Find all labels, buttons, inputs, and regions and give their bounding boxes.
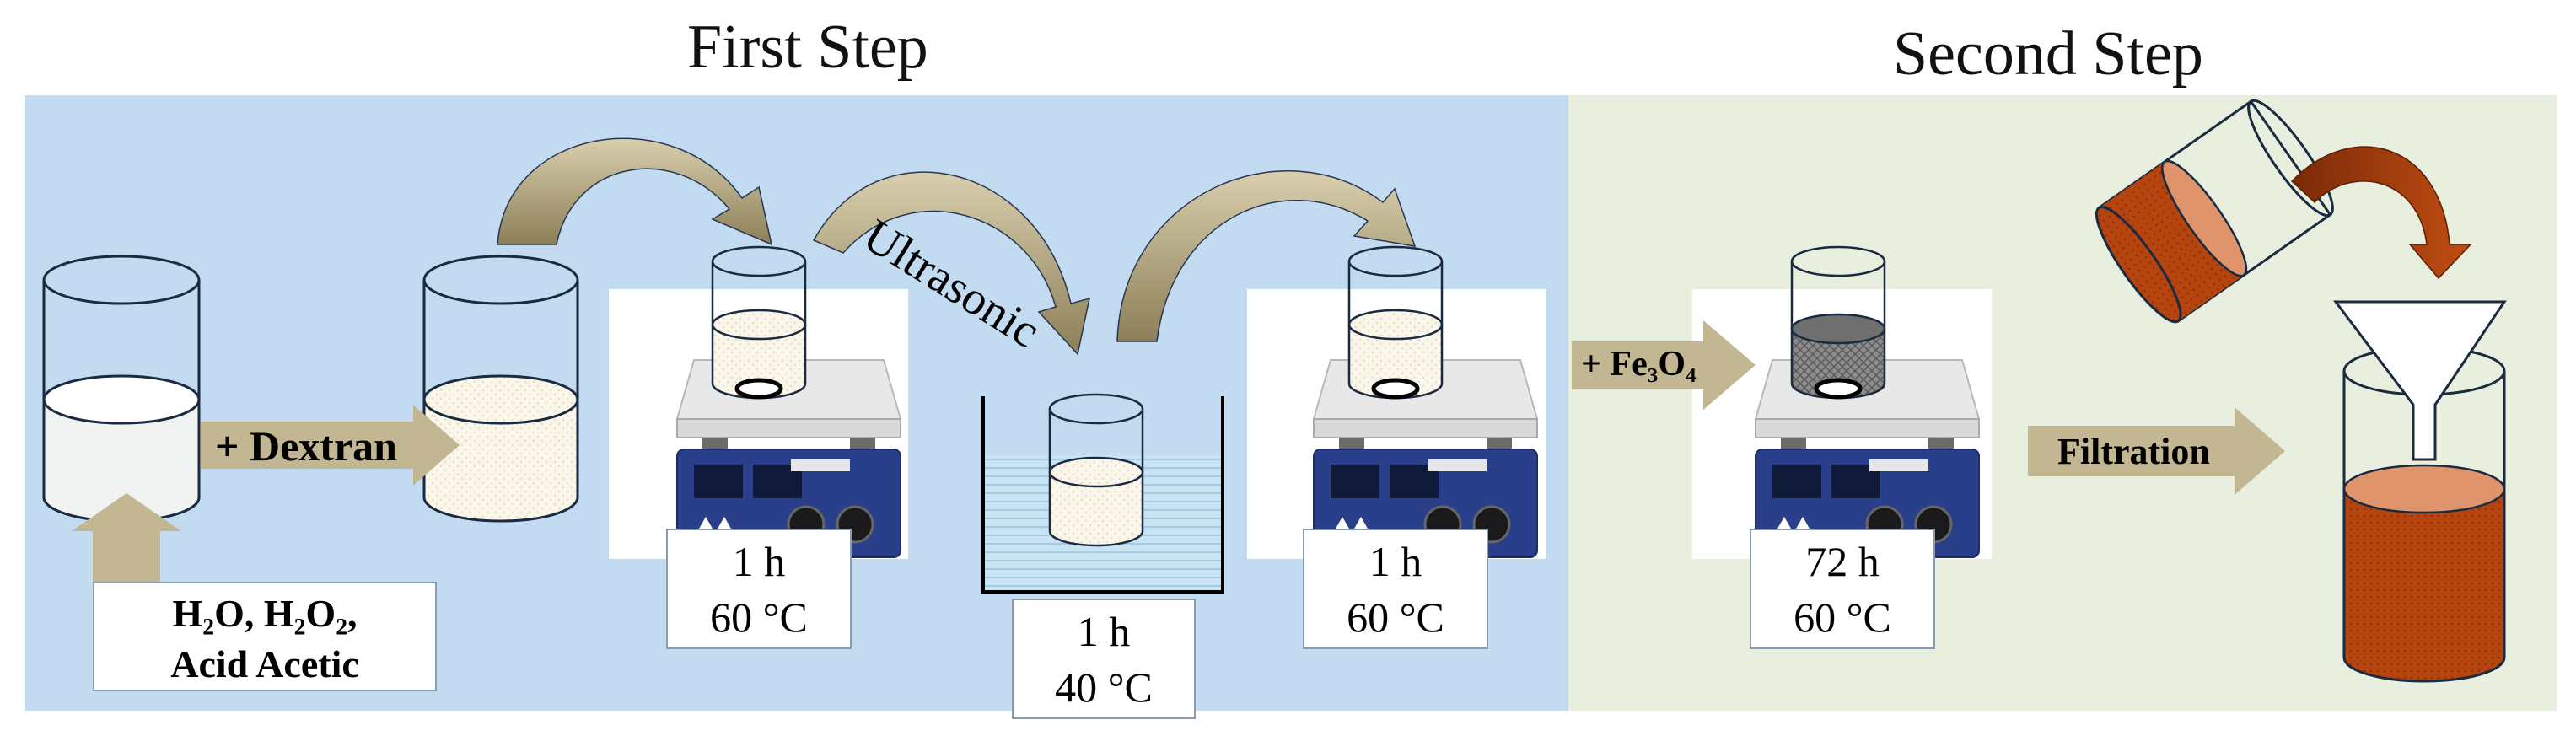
condition-temp: 60 °C bbox=[710, 594, 808, 641]
collection-beaker bbox=[2342, 346, 2506, 683]
condition-temp: 60 °C bbox=[1347, 594, 1444, 641]
condition-box-1: 1 h 60 °C bbox=[666, 529, 852, 649]
curved-arrow-ultrasonic bbox=[812, 171, 1090, 356]
condition-time: 1 h bbox=[732, 538, 786, 585]
fe3o4-label: + Fe₃O₄ bbox=[1581, 345, 1697, 384]
condition-time: 1 h bbox=[1077, 608, 1131, 655]
reagents-line-2: Acid Acetic bbox=[170, 642, 359, 685]
second-step-title: Second Step bbox=[1893, 19, 2203, 89]
pouring-beaker bbox=[2095, 99, 2334, 324]
condition-box-2: 1 h 40 °C bbox=[1012, 599, 1196, 719]
condition-temp: 40 °C bbox=[1055, 663, 1153, 711]
reagents-up-arrow bbox=[72, 493, 181, 582]
reagents-box: H₂O, H₂O₂, Acid Acetic bbox=[93, 582, 437, 691]
fe3o4-arrow bbox=[1572, 320, 1756, 410]
condition-temp: 60 °C bbox=[1794, 594, 1891, 641]
condition-time: 1 h bbox=[1369, 538, 1422, 585]
pour-arrow bbox=[2290, 146, 2472, 280]
condition-box-4: 72 h 60 °C bbox=[1750, 529, 1935, 649]
condition-box-3: 1 h 60 °C bbox=[1303, 529, 1488, 649]
beaker-dextran bbox=[422, 255, 579, 523]
dextran-arrow bbox=[201, 405, 460, 486]
reagents-line-1: H₂O, H₂O₂, bbox=[172, 592, 358, 635]
dextran-label: + Dextran bbox=[215, 422, 397, 470]
condition-time: 72 h bbox=[1805, 538, 1880, 585]
filtration-arrow bbox=[2028, 407, 2285, 495]
first-step-title: First Step bbox=[687, 13, 928, 82]
filtration-label: Filtration bbox=[2057, 431, 2210, 472]
beaker-on-stirrer-2 bbox=[1347, 245, 1444, 400]
beaker-solution bbox=[42, 255, 201, 523]
ultrasonic-bath bbox=[981, 393, 1224, 594]
funnel bbox=[2332, 300, 2507, 461]
curved-arrow-3 bbox=[1116, 170, 1417, 342]
beaker-on-stirrer-3 bbox=[1790, 245, 1886, 400]
curved-arrow-1 bbox=[497, 137, 773, 246]
beaker-on-stirrer-1 bbox=[711, 245, 807, 400]
